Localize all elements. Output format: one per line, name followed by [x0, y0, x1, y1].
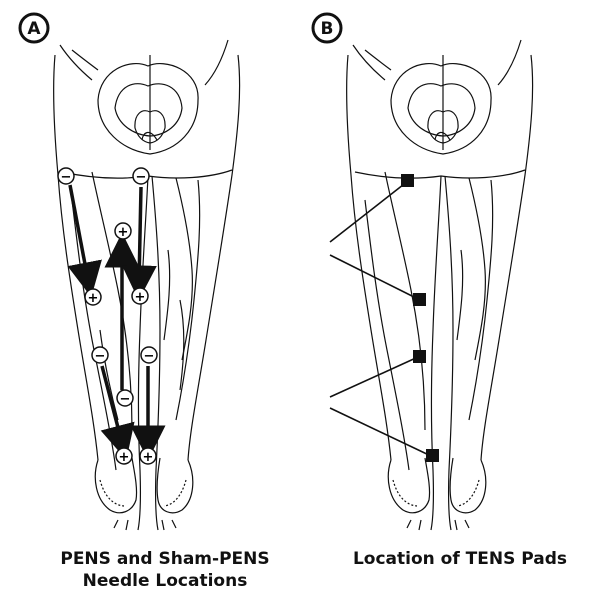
- tens-pad: [401, 174, 414, 187]
- tens-pad: [413, 293, 426, 306]
- tens-pad: [413, 350, 426, 363]
- svg-text:−: −: [136, 170, 147, 185]
- legs-illustration-b: [347, 40, 533, 530]
- needle-marker: +: [115, 223, 131, 240]
- panel-a-label: A: [20, 14, 48, 42]
- arrow-3: [139, 187, 141, 283]
- needle-marker: −: [92, 347, 108, 364]
- svg-text:−: −: [144, 349, 155, 364]
- svg-text:−: −: [95, 349, 106, 364]
- needle-marker: −: [58, 168, 74, 185]
- panel-b-label: B: [313, 14, 341, 42]
- panel-a-caption: PENS and Sham-PENS Needle Locations: [40, 548, 290, 592]
- needle-marker: +: [140, 448, 156, 465]
- arrow-1: [70, 185, 88, 280]
- tens-pad: [426, 449, 439, 462]
- needle-marker: −: [133, 168, 149, 185]
- svg-text:+: +: [119, 450, 130, 465]
- panel-b-caption: Location of TENS Pads: [330, 548, 590, 570]
- svg-text:+: +: [88, 291, 99, 306]
- svg-text:+: +: [135, 290, 146, 305]
- svg-text:−: −: [120, 392, 131, 407]
- svg-text:B: B: [321, 19, 334, 39]
- panel-a-caption-line1: PENS and Sham-PENS: [40, 548, 290, 570]
- needle-marker: +: [116, 448, 132, 465]
- svg-text:A: A: [27, 19, 41, 39]
- needle-marker: −: [117, 390, 133, 407]
- svg-text:−: −: [61, 170, 72, 185]
- needle-marker: −: [141, 347, 157, 364]
- svg-text:+: +: [118, 225, 129, 240]
- svg-text:+: +: [143, 450, 154, 465]
- panel-a-caption-line2: Needle Locations: [40, 570, 290, 592]
- needle-marker: +: [132, 288, 148, 305]
- current-arrows: [70, 185, 148, 443]
- needle-marker: +: [85, 289, 101, 306]
